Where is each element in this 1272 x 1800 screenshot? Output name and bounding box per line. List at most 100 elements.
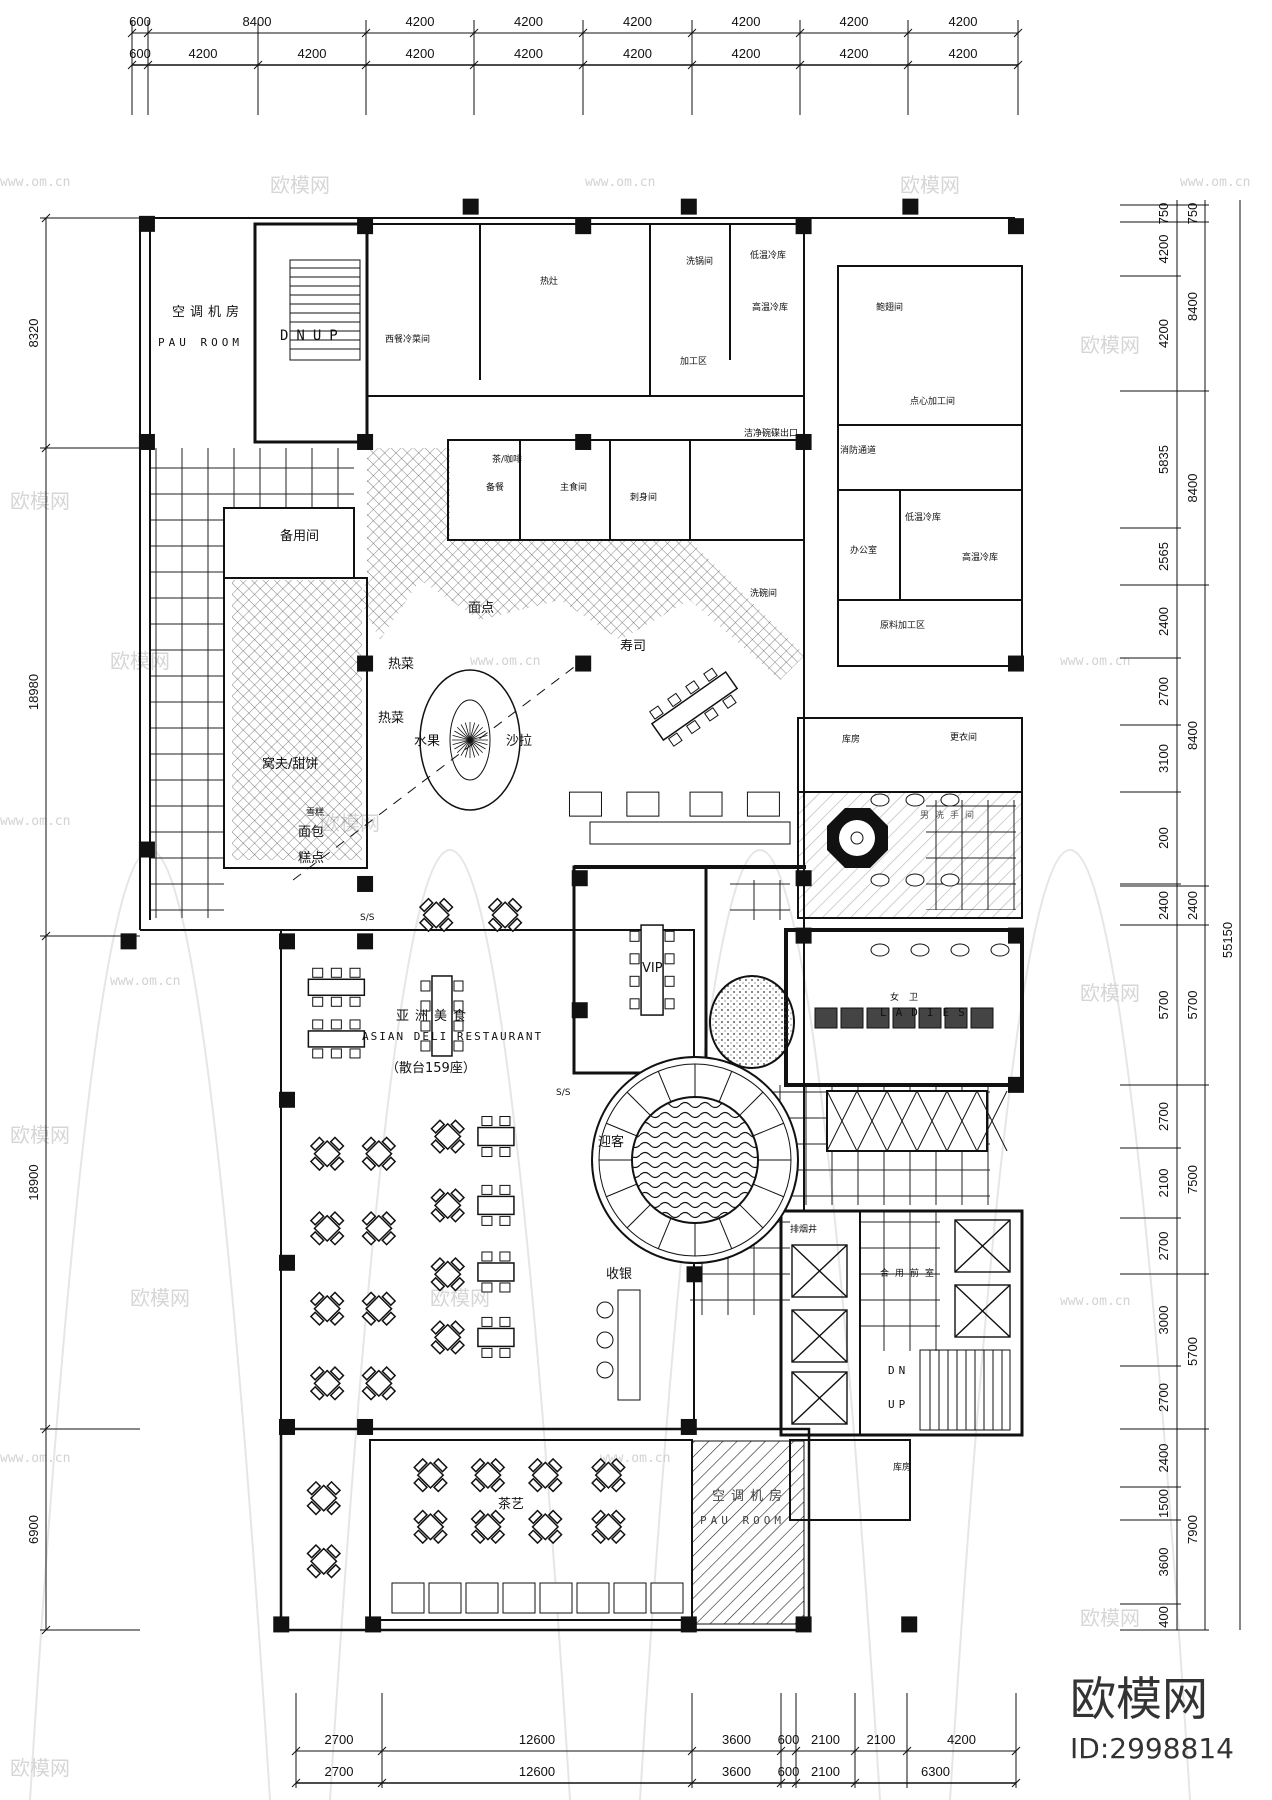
chair bbox=[430, 1339, 446, 1355]
table-top bbox=[433, 1260, 462, 1289]
elevator-car bbox=[791, 1309, 848, 1363]
structural-column bbox=[795, 433, 812, 450]
chair bbox=[610, 1457, 626, 1473]
chair bbox=[381, 1366, 397, 1381]
dimension-label: 6900 bbox=[26, 1515, 41, 1544]
dimension-tick bbox=[361, 28, 371, 38]
dimension-label: 3600 bbox=[722, 1732, 751, 1747]
table-top bbox=[365, 1214, 393, 1243]
lattice-line bbox=[946, 1090, 978, 1152]
chair bbox=[664, 930, 675, 942]
dimension-label: 2100 bbox=[1156, 1169, 1171, 1198]
walls bbox=[139, 217, 1024, 1632]
chair bbox=[438, 897, 454, 913]
chair bbox=[722, 694, 737, 710]
chair bbox=[685, 719, 701, 735]
chair bbox=[450, 1207, 466, 1223]
room-labels: 空调机房 PAU ROOM DNUP 西餐冷菜间 热灶 洗锅间 低温冷库 高温冷… bbox=[158, 249, 998, 1527]
dimension-tick bbox=[41, 1424, 51, 1434]
chair bbox=[610, 1529, 626, 1545]
cashier-counter bbox=[617, 1289, 641, 1401]
structural-column bbox=[686, 1266, 703, 1283]
cake-label: 糕点 bbox=[298, 851, 324, 866]
rect-table bbox=[477, 1316, 515, 1358]
chair bbox=[499, 1215, 511, 1226]
tea-coffee-label: 茶/咖啡 bbox=[492, 453, 522, 465]
toilet bbox=[950, 943, 970, 957]
chair bbox=[507, 897, 523, 913]
chair bbox=[306, 1563, 322, 1579]
office-label: 办公室 bbox=[850, 544, 877, 556]
vip-label: VIP bbox=[642, 961, 663, 976]
chair bbox=[703, 667, 718, 682]
stair-dn-label: DN bbox=[888, 1364, 909, 1377]
structural-column bbox=[357, 1418, 374, 1435]
booth-seat bbox=[626, 791, 660, 817]
shared-lobby-label: 合用前室 bbox=[880, 1267, 940, 1279]
dimension-label: 5835 bbox=[1156, 445, 1171, 474]
chair bbox=[312, 1019, 324, 1030]
chair bbox=[361, 1230, 377, 1246]
chair bbox=[450, 1320, 466, 1335]
chair bbox=[629, 953, 640, 965]
chair bbox=[326, 1543, 342, 1559]
table-top bbox=[477, 1327, 515, 1348]
chair bbox=[432, 1529, 448, 1545]
chair bbox=[326, 1500, 342, 1516]
chair bbox=[349, 1019, 361, 1030]
structural-column bbox=[365, 1616, 382, 1633]
table-top bbox=[416, 1513, 445, 1541]
table-top bbox=[365, 1294, 393, 1323]
centerpiece-line bbox=[460, 724, 471, 741]
booth-seat bbox=[576, 1582, 610, 1614]
raw-processing-label: 原料加工区 bbox=[880, 619, 925, 631]
pau-room-bottom-label: 空调机房 bbox=[712, 1488, 788, 1504]
chair bbox=[430, 1276, 446, 1292]
hot-stove-label: 热灶 bbox=[540, 275, 558, 287]
four-seat-table bbox=[527, 1509, 563, 1545]
dimension-label: 200 bbox=[1156, 827, 1171, 849]
chair bbox=[413, 1457, 429, 1473]
chair bbox=[381, 1156, 397, 1172]
diagonal-table bbox=[649, 667, 739, 747]
four-seat-table bbox=[487, 897, 523, 933]
chair bbox=[487, 897, 503, 913]
booth-seat bbox=[428, 1582, 462, 1614]
structural-column bbox=[575, 433, 592, 450]
dimension-label: 8320 bbox=[26, 319, 41, 348]
chair bbox=[453, 1000, 464, 1012]
four-seat-table bbox=[413, 1457, 448, 1493]
chair bbox=[547, 1457, 563, 1473]
chair bbox=[685, 680, 700, 695]
svg-text:www.om.cn: www.om.cn bbox=[0, 814, 70, 829]
chair bbox=[329, 1291, 345, 1307]
dimension-tick bbox=[795, 60, 805, 70]
table-top bbox=[313, 1214, 341, 1243]
dimension-tick bbox=[850, 1746, 860, 1756]
chair bbox=[481, 1184, 493, 1195]
dimension-tick bbox=[469, 28, 479, 38]
centerpiece-line bbox=[469, 724, 480, 741]
dimension-tick bbox=[791, 1778, 801, 1788]
chair bbox=[490, 1457, 506, 1473]
structural-column bbox=[279, 1091, 295, 1108]
clean-dish-exit-label: 洁净碗碟出口 bbox=[744, 427, 798, 439]
chair bbox=[481, 1147, 493, 1158]
buffet-island bbox=[292, 654, 591, 881]
structural-column bbox=[795, 870, 812, 887]
elevator-car bbox=[791, 1244, 848, 1298]
svg-text:欧模网: 欧模网 bbox=[1080, 1606, 1140, 1630]
dimension-label: 2700 bbox=[1156, 1232, 1171, 1261]
table-top bbox=[422, 901, 451, 929]
chair bbox=[312, 996, 324, 1007]
structural-column bbox=[357, 218, 374, 235]
four-seat-table bbox=[306, 1543, 342, 1579]
centerpiece-line bbox=[452, 739, 471, 746]
table-top bbox=[650, 670, 739, 742]
chair bbox=[610, 1477, 626, 1493]
four-seat-table bbox=[309, 1136, 345, 1172]
toilet bbox=[870, 943, 890, 957]
chair bbox=[326, 1480, 342, 1496]
chair bbox=[470, 1457, 486, 1473]
booth-seat bbox=[391, 1582, 425, 1614]
